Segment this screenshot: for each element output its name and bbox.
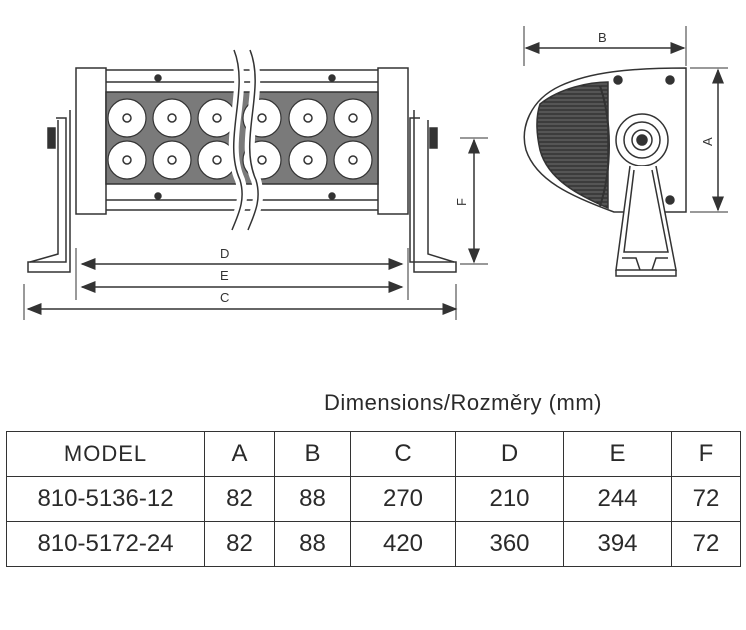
right-mount-bracket bbox=[409, 110, 457, 273]
cell-e: 394 bbox=[563, 521, 672, 567]
label-d: D bbox=[220, 246, 229, 261]
cell-d: 360 bbox=[455, 521, 564, 567]
label-f: F bbox=[454, 198, 469, 206]
cell-f: 72 bbox=[671, 521, 741, 567]
table-row: 810-5136-12 82 88 270 210 244 72 bbox=[6, 476, 741, 522]
header-e: E bbox=[563, 431, 672, 477]
header-c: C bbox=[350, 431, 456, 477]
led-emitter bbox=[212, 155, 222, 165]
led-emitter bbox=[122, 113, 132, 123]
label-a: A bbox=[700, 137, 715, 146]
header-model: MODEL bbox=[6, 431, 205, 477]
cell-a: 82 bbox=[204, 476, 275, 522]
led-emitter bbox=[212, 113, 222, 123]
label-b: B bbox=[598, 30, 607, 45]
cell-d: 210 bbox=[455, 476, 564, 522]
table-header-row: MODEL A B C D E F bbox=[6, 431, 741, 477]
led-emitter bbox=[348, 155, 358, 165]
label-c: C bbox=[220, 290, 229, 305]
header-f: F bbox=[671, 431, 741, 477]
led-emitter bbox=[303, 113, 313, 123]
led-array bbox=[107, 98, 373, 180]
technical-drawing: D E C F B A bbox=[23, 26, 728, 320]
dimensions-caption: Dimensions/Rozměry (mm) bbox=[324, 390, 602, 415]
header-b: B bbox=[274, 431, 351, 477]
left-mount-bracket bbox=[27, 110, 71, 273]
led-emitter bbox=[167, 113, 177, 123]
break-mark bbox=[227, 48, 264, 232]
cell-b: 88 bbox=[274, 521, 351, 567]
cell-c: 420 bbox=[350, 521, 456, 567]
cell-b: 88 bbox=[274, 476, 351, 522]
cell-f: 72 bbox=[671, 476, 741, 522]
front-view bbox=[23, 48, 488, 320]
heatsink-fins bbox=[536, 81, 609, 210]
cell-model: 810-5172-24 bbox=[6, 521, 205, 567]
side-view bbox=[523, 26, 728, 277]
led-emitter bbox=[348, 113, 358, 123]
dimensions-table: MODEL A B C D E F 810-5136-12 82 88 270 … bbox=[6, 431, 741, 567]
led-emitter bbox=[257, 155, 267, 165]
cell-e: 244 bbox=[563, 476, 672, 522]
cell-c: 270 bbox=[350, 476, 456, 522]
cell-a: 82 bbox=[204, 521, 275, 567]
led-emitter bbox=[122, 155, 132, 165]
cell-model: 810-5136-12 bbox=[6, 476, 205, 522]
header-d: D bbox=[455, 431, 564, 477]
table-row: 810-5172-24 82 88 420 360 394 72 bbox=[6, 521, 741, 567]
led-emitter bbox=[167, 155, 177, 165]
led-emitter bbox=[303, 155, 313, 165]
header-a: A bbox=[204, 431, 275, 477]
label-e: E bbox=[220, 268, 229, 283]
led-emitter bbox=[257, 113, 267, 123]
